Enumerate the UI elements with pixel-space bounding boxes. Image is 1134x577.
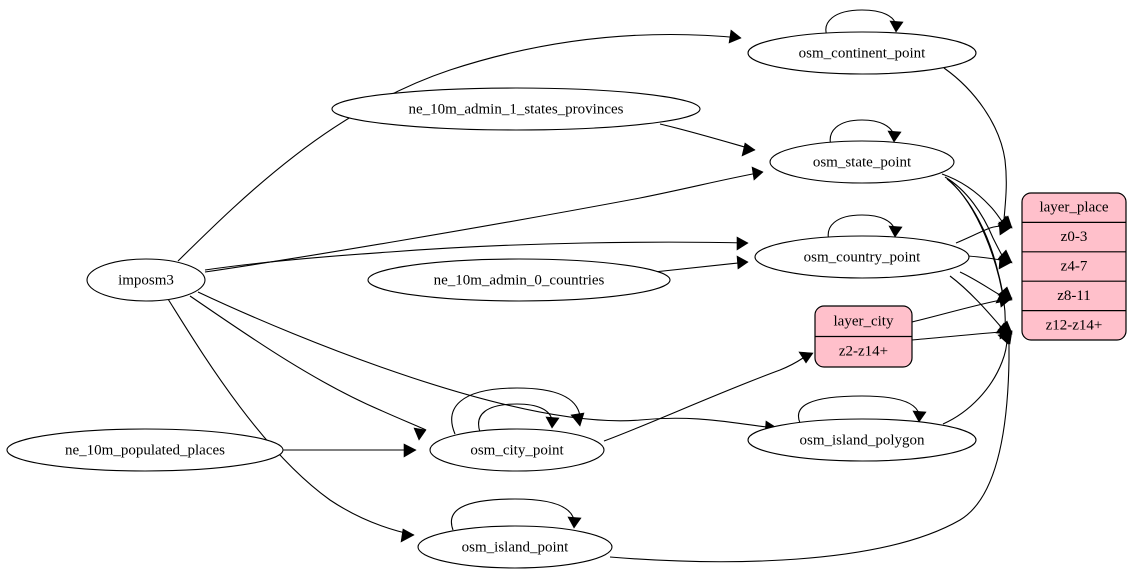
self-loop-osm-island-polygon[interactable] — [798, 395, 927, 424]
record-node-layer-place[interactable]: layer_place z0-3 z4-7 z8-11 z12-z14+ — [1021, 192, 1127, 341]
node-osm-island-point-label: osm_island_point — [462, 539, 570, 555]
node-osm-island-point[interactable]: osm_island_point — [417, 525, 613, 569]
edge-layer-city-to-layer-place-z8-11[interactable] — [911, 293, 1013, 323]
node-ne-10m-admin-1-states-provinces[interactable]: ne_10m_admin_1_states_provinces — [331, 87, 701, 131]
node-osm-island-polygon-label: osm_island_polygon — [799, 432, 925, 448]
self-loop-osm-island-point[interactable] — [451, 498, 582, 531]
edge-osm-country-point-to-layer-place-z0-3[interactable] — [955, 221, 1013, 244]
edge-imposm3-to-osm-island-polygon[interactable] — [197, 291, 778, 435]
edge-osm-continent-point-to-layer-place-z0-3[interactable] — [943, 67, 1013, 229]
node-ne-populated-label: ne_10m_populated_places — [65, 442, 225, 458]
edge-ne-countries-to-osm-country-point[interactable] — [653, 255, 749, 273]
self-loop-osm-state-point[interactable] — [829, 119, 902, 147]
node-imposm3-label: imposm3 — [118, 272, 174, 288]
node-osm-city-point[interactable]: osm_city_point — [429, 428, 605, 472]
node-ne-10m-admin-0-countries[interactable]: ne_10m_admin_0_countries — [367, 258, 671, 302]
edge-ne-states-to-osm-state-point[interactable] — [659, 123, 756, 157]
record-node-layer-city[interactable]: layer_city z2-z14+ — [814, 305, 913, 368]
record-row-layer-place-z0-3: z0-3 — [1061, 229, 1088, 245]
node-osm-state-point-label: osm_state_point — [813, 154, 912, 170]
node-ne-states-label: ne_10m_admin_1_states_provinces — [409, 101, 624, 117]
node-osm-continent-point-label: osm_continent_point — [799, 45, 926, 61]
node-layer: imposm3 ne_10m_admin_1_states_provinces … — [6, 31, 977, 569]
node-osm-city-point-label: osm_city_point — [470, 442, 564, 458]
node-osm-state-point[interactable]: osm_state_point — [769, 140, 955, 184]
record-row-layer-place-z4-7: z4-7 — [1061, 258, 1088, 274]
edge-osm-country-point-to-layer-place-z4-7[interactable] — [967, 255, 1013, 270]
self-loop-osm-city-point-inner[interactable] — [478, 403, 560, 433]
edge-imposm3-to-osm-continent-point[interactable] — [177, 29, 742, 262]
node-imposm3[interactable]: imposm3 — [86, 258, 206, 302]
record-row-layer-city-z2-z14: z2-z14+ — [839, 343, 888, 359]
edge-ne-populated-to-osm-city-point[interactable] — [283, 443, 417, 458]
node-osm-continent-point[interactable]: osm_continent_point — [747, 31, 977, 75]
edge-imposm3-to-osm-country-point[interactable] — [204, 236, 749, 271]
record-row-layer-place-title: layer_place — [1039, 199, 1108, 215]
edge-osm-island-polygon-to-layer-place-z12-z14[interactable] — [942, 331, 1013, 425]
node-osm-island-polygon[interactable]: osm_island_polygon — [747, 418, 977, 462]
record-row-layer-place-z12-z14: z12-z14+ — [1046, 317, 1103, 333]
edge-imposm3-to-osm-city-point[interactable] — [189, 295, 427, 441]
node-osm-country-point[interactable]: osm_country_point — [754, 235, 970, 279]
edge-osm-island-point-to-layer-place-z12-z14[interactable] — [609, 330, 1013, 563]
edge-imposm3-to-osm-island-point[interactable] — [167, 298, 415, 543]
edge-osm-city-point-to-layer-city[interactable] — [603, 351, 814, 442]
record-row-layer-city-title: layer_city — [834, 313, 894, 329]
node-ne-10m-populated-places[interactable]: ne_10m_populated_places — [6, 428, 284, 472]
node-ne-countries-label: ne_10m_admin_0_countries — [434, 272, 605, 288]
self-loop-osm-continent-point[interactable] — [825, 9, 904, 37]
edge-imposm3-to-osm-state-point[interactable] — [204, 166, 764, 273]
self-loop-osm-city-point-outer[interactable] — [451, 387, 585, 435]
self-loop-osm-country-point[interactable] — [827, 214, 903, 242]
edge-layer — [167, 9, 1013, 563]
record-node-layer: layer_city z2-z14+ layer_place z0-3 z4-7… — [814, 192, 1127, 368]
node-osm-country-point-label: osm_country_point — [804, 249, 921, 265]
record-row-layer-place-z8-11: z8-11 — [1057, 288, 1091, 304]
